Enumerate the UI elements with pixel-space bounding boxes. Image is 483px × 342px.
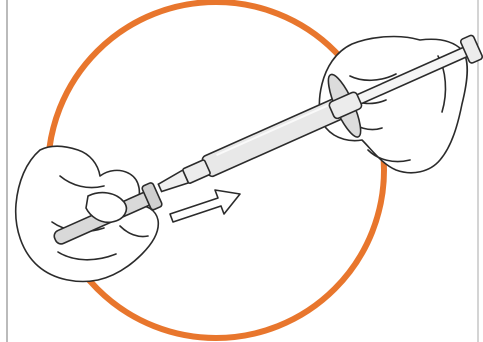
syringe-tip: [157, 170, 188, 194]
syringe-barrel: [201, 96, 347, 177]
left-hand: [16, 146, 159, 281]
direction-arrow: [170, 190, 240, 222]
